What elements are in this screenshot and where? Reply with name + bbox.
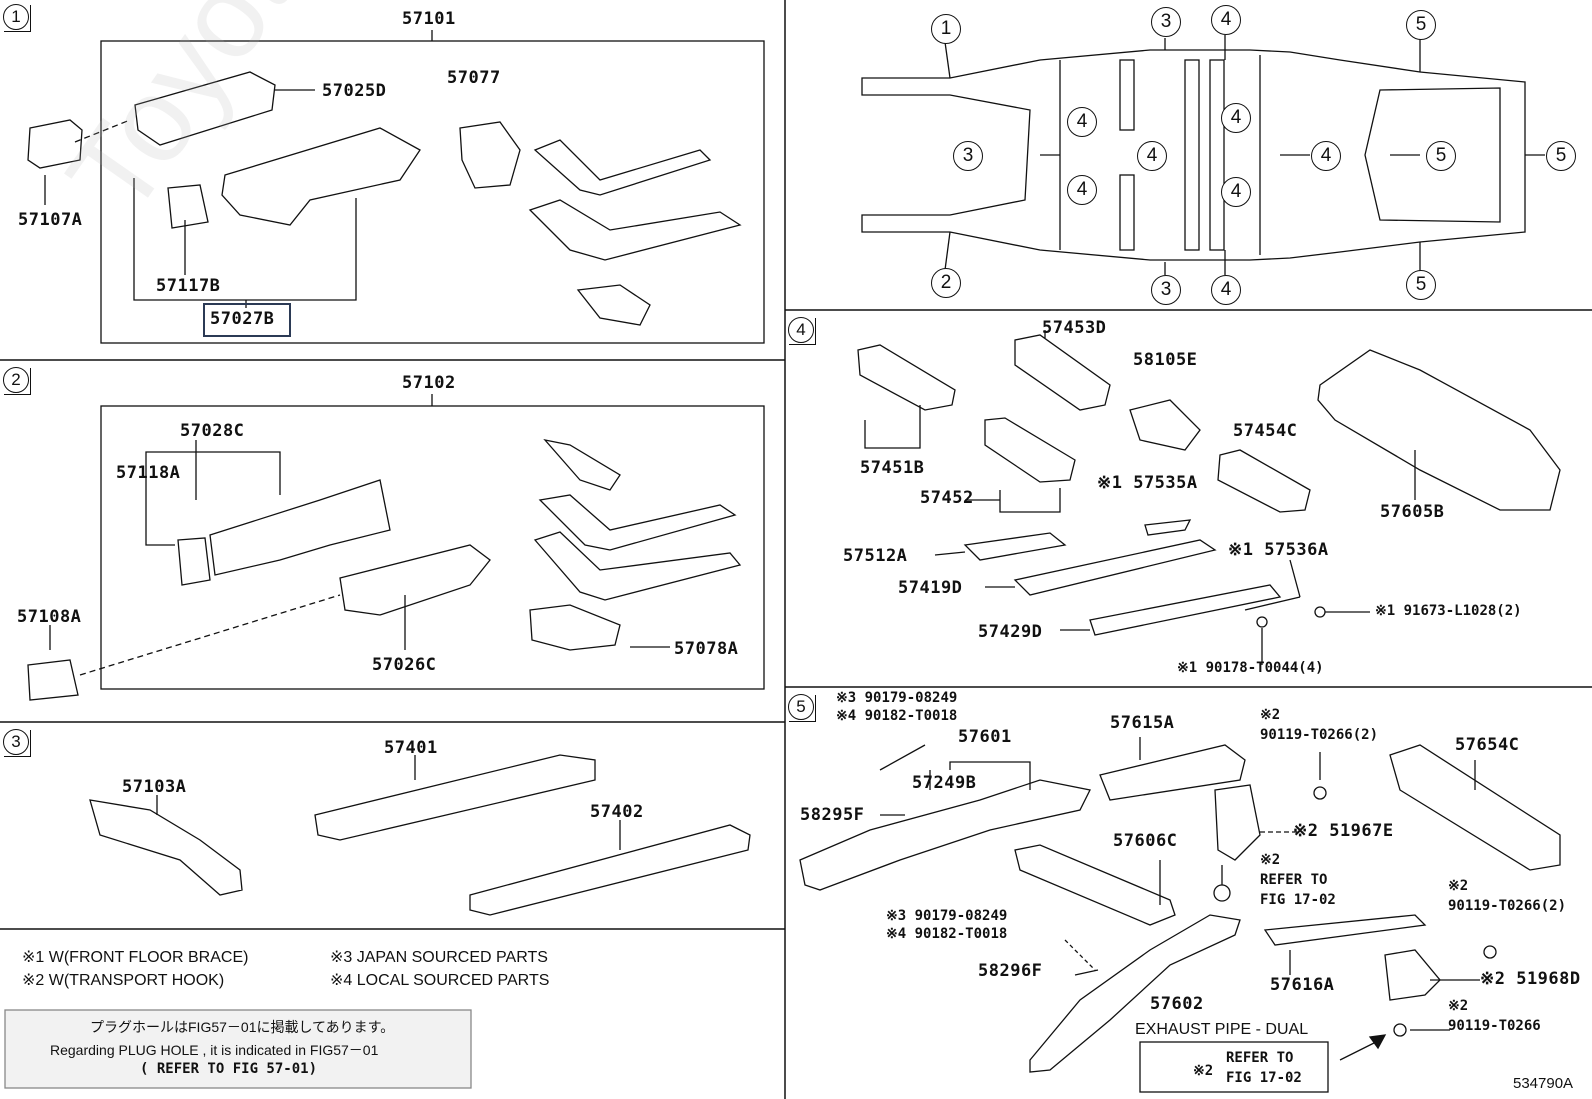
map-callout-2[interactable]: 2: [931, 268, 961, 298]
map-callout-4-e[interactable]: 4: [1221, 177, 1251, 207]
map-callout-5-bottom[interactable]: 5: [1406, 270, 1436, 300]
map-callout-4-c[interactable]: 4: [1137, 141, 1167, 171]
part-57118A[interactable]: 57118A: [116, 463, 181, 483]
part-57452[interactable]: 57452: [920, 488, 974, 508]
figure-id: 534790A: [1513, 1075, 1574, 1092]
note-transport-hook-ref1: ※2: [1260, 852, 1281, 868]
group-label-57102[interactable]: 57102: [402, 373, 456, 393]
note-transport-hook-b: ※2: [1448, 878, 1469, 894]
part-58295F[interactable]: 58295F: [800, 805, 865, 825]
note-local-90182[interactable]: ※4 90182-T0018: [836, 708, 958, 724]
map-callout-3-bottom[interactable]: 3: [1151, 275, 1181, 305]
part-57606C[interactable]: 57606C: [1113, 831, 1178, 851]
part-57454C[interactable]: 57454C: [1233, 421, 1298, 441]
part-57103A[interactable]: 57103A: [122, 777, 187, 797]
part-51968D[interactable]: ※2 51968D: [1480, 969, 1581, 989]
map-callout-3-top[interactable]: 3: [1151, 7, 1181, 37]
part-91673-L1028[interactable]: ※1 91673-L1028(2): [1375, 603, 1522, 619]
section-2-marker: 2: [3, 367, 31, 395]
refer-to-line2[interactable]: REFER TO: [1226, 1050, 1294, 1066]
note-japanese: プラグホールはFIG57－01に掲載してあります。: [90, 1019, 395, 1035]
refer-to-fig-17-02-b[interactable]: FIG 17-02: [1226, 1070, 1302, 1086]
map-callout-4-bottom[interactable]: 4: [1211, 275, 1241, 305]
map-callout-4-f[interactable]: 4: [1311, 141, 1341, 171]
map-callout-4-a[interactable]: 4: [1067, 107, 1097, 137]
part-51967E[interactable]: ※2 51967E: [1293, 821, 1394, 841]
part-90119-T0266-c[interactable]: 90119-T0266: [1448, 1018, 1541, 1034]
part-57078A[interactable]: 57078A: [674, 639, 739, 659]
part-57429D[interactable]: 57429D: [978, 622, 1043, 642]
refer-to-fig-17-02[interactable]: FIG 17-02: [1260, 892, 1336, 908]
note-japan-90179[interactable]: ※3 90179-08249: [836, 690, 958, 706]
part-58105E[interactable]: 58105E: [1133, 350, 1198, 370]
part-57616A[interactable]: 57616A: [1270, 975, 1335, 995]
part-57451B[interactable]: 57451B: [860, 458, 925, 478]
part-57615A[interactable]: 57615A: [1110, 713, 1175, 733]
part-57536A[interactable]: ※1 57536A: [1228, 540, 1329, 560]
map-callout-1[interactable]: 1: [931, 14, 961, 44]
note-reference-link[interactable]: ( REFER TO FIG 57-01): [140, 1061, 318, 1077]
note-transport-hook-ref2: ※2: [1193, 1063, 1214, 1079]
part-57602[interactable]: 57602: [1150, 994, 1204, 1014]
part-57108A[interactable]: 57108A: [17, 607, 82, 627]
note-local-90182-b[interactable]: ※4 90182-T0018: [886, 926, 1008, 942]
section-4-marker: 4: [788, 317, 816, 345]
part-57535A[interactable]: ※1 57535A: [1097, 473, 1198, 493]
part-57027B[interactable]: 57027B: [210, 309, 275, 329]
section-3-marker: 3: [3, 729, 31, 757]
exhaust-pipe-dual-label: EXHAUST PIPE - DUAL: [1135, 1021, 1309, 1038]
legend-1: ※1 W(FRONT FLOOR BRACE): [22, 949, 249, 966]
part-57107A[interactable]: 57107A: [18, 210, 83, 230]
part-57402[interactable]: 57402: [590, 802, 644, 822]
map-callout-5-mid[interactable]: 5: [1426, 141, 1456, 171]
note-japan-90179-b[interactable]: ※3 90179-08249: [886, 908, 1008, 924]
selected-part-highlight: [203, 303, 291, 337]
note-english: Regarding PLUG HOLE , it is indicated in…: [50, 1042, 379, 1058]
part-57249B[interactable]: 57249B: [912, 773, 977, 793]
section-5-marker: 5: [788, 694, 816, 722]
part-57512A[interactable]: 57512A: [843, 546, 908, 566]
legend-4: ※4 LOCAL SOURCED PARTS: [330, 972, 550, 989]
map-callout-3-left[interactable]: 3: [953, 141, 983, 171]
part-57026C[interactable]: 57026C: [372, 655, 437, 675]
part-90178-T0044[interactable]: ※1 90178-T0044(4): [1177, 660, 1324, 676]
part-57028C[interactable]: 57028C: [180, 421, 245, 441]
part-57453D[interactable]: 57453D: [1042, 318, 1107, 338]
part-57117B[interactable]: 57117B: [156, 276, 221, 296]
part-90119-T0266-a[interactable]: 90119-T0266(2): [1260, 727, 1379, 743]
group-label-57101[interactable]: 57101: [402, 9, 456, 29]
part-57025D[interactable]: 57025D: [322, 81, 387, 101]
legend-2: ※2 W(TRANSPORT HOOK): [22, 972, 225, 989]
note-transport-hook-c: ※2: [1448, 998, 1469, 1014]
part-57401[interactable]: 57401: [384, 738, 438, 758]
map-callout-4-b[interactable]: 4: [1067, 175, 1097, 205]
map-callout-5-top[interactable]: 5: [1406, 10, 1436, 40]
note-transport-hook-a: ※2: [1260, 707, 1281, 723]
map-callout-4-top[interactable]: 4: [1211, 5, 1241, 35]
map-callout-4-d[interactable]: 4: [1221, 103, 1251, 133]
part-57419D[interactable]: 57419D: [898, 578, 963, 598]
part-90119-T0266-b[interactable]: 90119-T0266(2): [1448, 898, 1567, 914]
section-1-marker: 1: [3, 4, 31, 32]
part-57601[interactable]: 57601: [958, 727, 1012, 747]
refer-to-line1[interactable]: REFER TO: [1260, 872, 1328, 888]
part-58296F[interactable]: 58296F: [978, 961, 1043, 981]
map-callout-5-right[interactable]: 5: [1546, 141, 1576, 171]
part-57654C[interactable]: 57654C: [1455, 735, 1520, 755]
legend-3: ※3 JAPAN SOURCED PARTS: [330, 949, 548, 966]
part-57077[interactable]: 57077: [447, 68, 501, 88]
part-57605B[interactable]: 57605B: [1380, 502, 1445, 522]
